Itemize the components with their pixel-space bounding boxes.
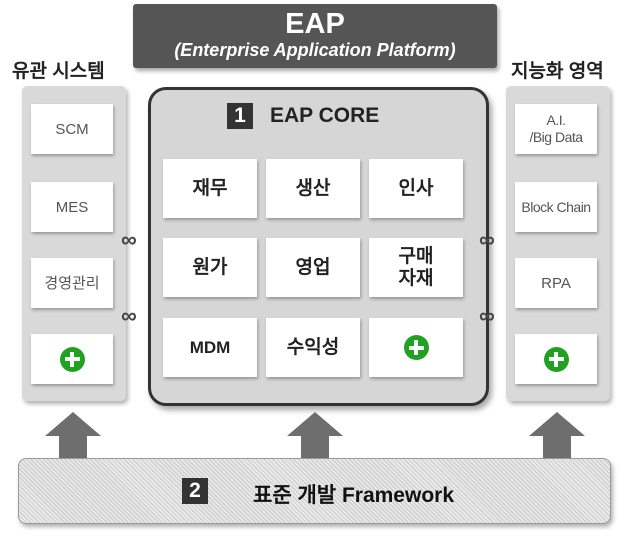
up-arrow-icon (287, 412, 343, 458)
left-add-box[interactable] (31, 334, 113, 384)
plus-circle-icon[interactable] (403, 335, 429, 360)
header-title: EAP (285, 8, 345, 40)
framework-number-badge: 2 (182, 478, 208, 504)
right-panel-title: 지능화 영역 (511, 61, 604, 82)
up-arrow-icon (529, 412, 585, 458)
module-profitability: 수익성 (266, 318, 360, 377)
left-item-management: 경영관리 (31, 258, 113, 308)
module-production: 생산 (266, 159, 360, 218)
right-item-ai-bigdata: A.I. /Big Data (515, 104, 597, 154)
left-panel: SCM MES 경영관리 (22, 86, 126, 401)
core-title: EAP CORE (270, 104, 380, 127)
framework-title: 표준 개발 Framework (253, 484, 454, 507)
plus-circle-icon[interactable] (543, 346, 569, 372)
infinity-link-icon: ∞ (121, 227, 137, 252)
right-panel: A.I. /Big Data Block Chain RPA (506, 86, 610, 401)
eap-header: EAP (Enterprise Application Platform) (133, 4, 497, 68)
left-item-mes: MES (31, 182, 113, 232)
core-add-box[interactable] (369, 318, 463, 377)
left-item-scm: SCM (31, 104, 113, 154)
module-cost: 원가 (163, 238, 257, 297)
module-hr: 인사 (369, 159, 463, 218)
module-finance: 재무 (163, 159, 257, 218)
header-subtitle: (Enterprise Application Platform) (174, 40, 456, 60)
right-item-blockchain: Block Chain (515, 182, 597, 232)
infinity-link-icon: ∞ (479, 227, 495, 252)
left-panel-title: 유관 시스템 (12, 61, 105, 82)
right-add-box[interactable] (515, 334, 597, 384)
module-purchasing: 구매 자재 (369, 238, 463, 297)
up-arrow-icon (45, 412, 101, 458)
plus-circle-icon[interactable] (59, 346, 85, 372)
module-mdm: MDM (163, 318, 257, 377)
infinity-link-icon: ∞ (121, 303, 137, 328)
framework-bar: 2 표준 개발 Framework (18, 458, 611, 524)
infinity-link-icon: ∞ (479, 303, 495, 328)
core-number-badge: 1 (227, 103, 253, 129)
eap-core: 1 EAP CORE 재무 생산 인사 원가 영업 구매 자재 MDM 수익성 (148, 87, 489, 406)
module-sales: 영업 (266, 238, 360, 297)
right-item-rpa: RPA (515, 258, 597, 308)
